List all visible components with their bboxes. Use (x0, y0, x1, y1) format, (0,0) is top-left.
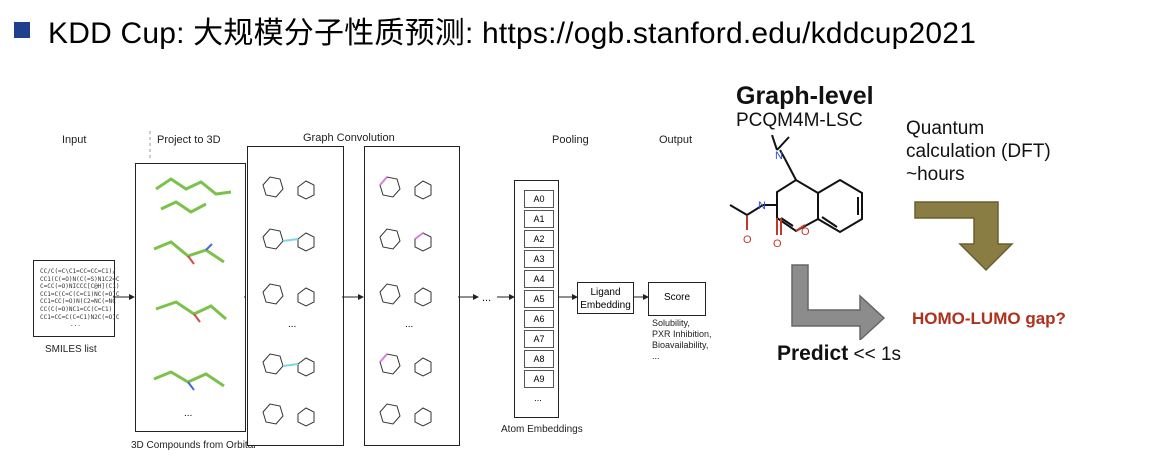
label-input: Input (62, 134, 87, 146)
compounds-caption: 3D Compounds from Orbital (131, 440, 256, 451)
predict-label: Predict (777, 342, 849, 365)
predict-arrow-icon (791, 264, 886, 340)
atom-embeddings-box: A0 A1 A2 A3 A4 A5 A6 A7 A8 A9 ... (514, 180, 559, 418)
atom-cell: A8 (524, 350, 554, 368)
compounds-3d-box: ... (135, 163, 246, 432)
smiles-text: CC/C(=C\C1=CC=CC=C1)/CC1(C(=O)N(C(=S)N1C… (34, 261, 120, 329)
atom-o-label: O (743, 234, 752, 246)
output-item: Solubility, (652, 318, 690, 328)
quantum-arrow-icon (914, 201, 1014, 272)
atom-cell: A2 (524, 230, 554, 248)
smiles-box: CC/C(=C\C1=CC=CC=C1)/CC1(C(=O)N(C(=S)N1C… (33, 260, 120, 337)
atom-n-label: N (758, 200, 766, 212)
ligand-embedding-box: Ligand Embedding (577, 282, 634, 314)
atom-o-label: O (801, 226, 810, 238)
atom-embeddings-caption: Atom Embeddings (501, 424, 583, 435)
ellipsis: ... (184, 408, 192, 419)
ligand-label: Ligand (590, 287, 621, 298)
label-pooling: Pooling (552, 134, 589, 146)
smiles-line: ... (70, 321, 81, 329)
homo-lumo-gap: HOMO-LUMO gap? (912, 309, 1066, 328)
atom-cell: A9 (524, 370, 554, 388)
graph-conv-molecules-1: ... (262, 176, 315, 427)
graph-conv-molecules-2: ... (379, 176, 432, 427)
smiles-line: CC1=CC(=O)N(C2=NC(=NC (40, 298, 116, 306)
output-item: PXR Inhibition, (652, 329, 712, 339)
flow-arrows (791, 201, 1014, 340)
score-box: Score (648, 282, 706, 316)
quantum-line-3: ~hours (906, 164, 965, 185)
embedding-label: Embedding (580, 300, 631, 311)
smiles-line: CC1(C(=O)N(C(=S)N1C2=C (40, 275, 120, 283)
atom-cell: A0 (524, 190, 554, 208)
ellipsis: ... (288, 319, 296, 330)
quantum-line-1: Quantum (906, 118, 985, 139)
atom-n-label: N (775, 150, 783, 162)
slide-title-row: KDD Cup: 大规模分子性质预测: https://ogb.stanford… (14, 8, 976, 52)
output-item: ... (652, 351, 660, 361)
dataset-name: PCQM4M-LSC (736, 110, 863, 131)
bullet-square-icon (14, 22, 30, 38)
quantum-line-2: calculation (DFT) (906, 141, 1051, 162)
output-item: Bioavailability, (652, 340, 709, 350)
3d-molecules-image: ... (153, 177, 232, 419)
smiles-line: CC(C(=O)NC1=CC(C=C1) (40, 305, 113, 313)
label-project-3d: Project to 3D (157, 134, 221, 146)
graph-conv-box-1: ... (247, 146, 344, 446)
atom-cell: A3 (524, 250, 554, 268)
smiles-caption: SMILES list (45, 344, 97, 355)
predict-time: << 1s (853, 344, 902, 365)
molecule-structure-image: N N O O O (729, 135, 863, 250)
atom-cell: ... (524, 390, 552, 406)
smiles-line: C=CC(=O)NICCC[C@H](C1) (40, 283, 120, 291)
atom-cell: A6 (524, 310, 554, 328)
score-label: Score (663, 292, 691, 303)
smiles-line: CC1=C(C=C(C=C1)NC(=O)C (40, 290, 120, 298)
slide-title: KDD Cup: 大规模分子性质预测: https://ogb.stanford… (48, 17, 977, 50)
atom-cell: A5 (524, 290, 554, 308)
atom-cell: A4 (524, 270, 554, 288)
graph-level-heading: Graph-level (736, 82, 874, 110)
output-properties: Solubility, PXR Inhibition, Bioavailabil… (652, 318, 712, 362)
smiles-line: CC/C(=C\C1=CC=CC=C1)/ (40, 268, 116, 275)
ellipsis: ... (405, 319, 413, 330)
label-graph-convolution: Graph Convolution (303, 132, 395, 144)
atom-cell: A1 (524, 210, 554, 228)
atom-o-label: O (773, 238, 782, 250)
label-output: Output (659, 134, 693, 146)
predict-row: Predict << 1s (777, 342, 901, 366)
atom-cell: A7 (524, 330, 554, 348)
smiles-line: CC1=CC=C(C=C1)N2C(=O)C (40, 313, 120, 321)
graph-conv-box-2: ... (364, 146, 460, 446)
ellipsis: ... (482, 292, 491, 304)
